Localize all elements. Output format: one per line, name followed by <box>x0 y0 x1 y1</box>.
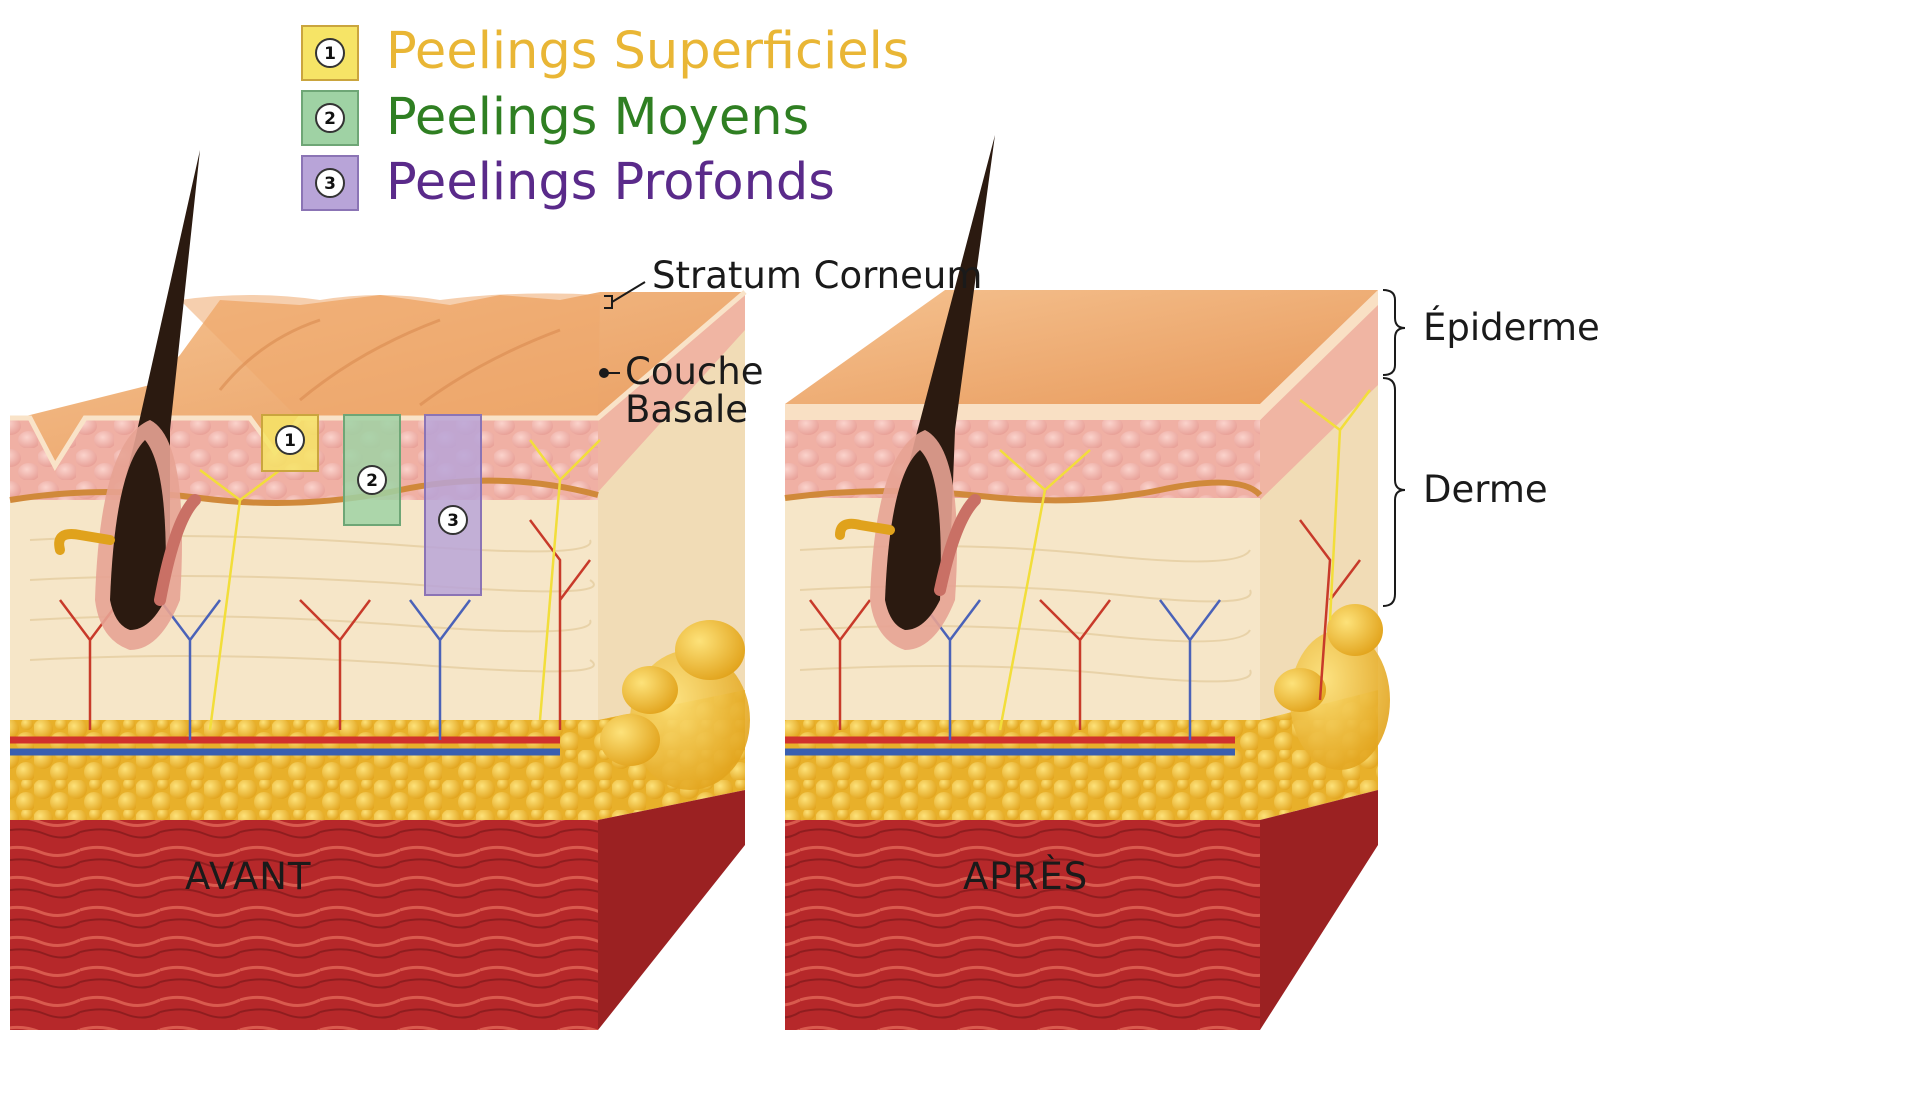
legend-number-3: 3 <box>324 174 336 194</box>
legend-swatch-1 <box>301 25 359 81</box>
legend-swatch-2 <box>301 90 359 146</box>
label-basale: Basale <box>625 388 749 431</box>
legend-number-2: 2 <box>324 109 336 129</box>
label-stratum-corneum: Stratum Corneum <box>652 254 983 297</box>
label-derme: Derme <box>1423 468 1548 511</box>
epiderme-bracket <box>1382 289 1406 376</box>
peel-depth-box-3 <box>424 414 482 596</box>
legend-label-profonds: Peelings Profonds <box>386 153 835 212</box>
peel-depth-box-1 <box>261 414 319 472</box>
derme-bracket <box>1382 377 1406 607</box>
label-epiderme: Épiderme <box>1423 306 1600 349</box>
block-before <box>9 150 750 1030</box>
block-after <box>784 135 1406 1030</box>
caption-apres: APRÈS <box>963 855 1089 898</box>
legend-label-superficiels: Peelings Superficiels <box>386 22 910 81</box>
box-number-1: 1 <box>284 431 296 451</box>
caption-avant: AVANT <box>185 855 312 898</box>
box-number-3: 3 <box>447 511 459 531</box>
box-number-2: 2 <box>366 471 378 491</box>
legend-label-moyens: Peelings Moyens <box>386 88 810 147</box>
legend-swatch-3 <box>301 155 359 211</box>
label-couche: Couche <box>625 350 764 393</box>
legend-number-1: 1 <box>324 44 336 64</box>
legend <box>301 25 359 211</box>
peel-depth-box-2 <box>343 414 401 526</box>
